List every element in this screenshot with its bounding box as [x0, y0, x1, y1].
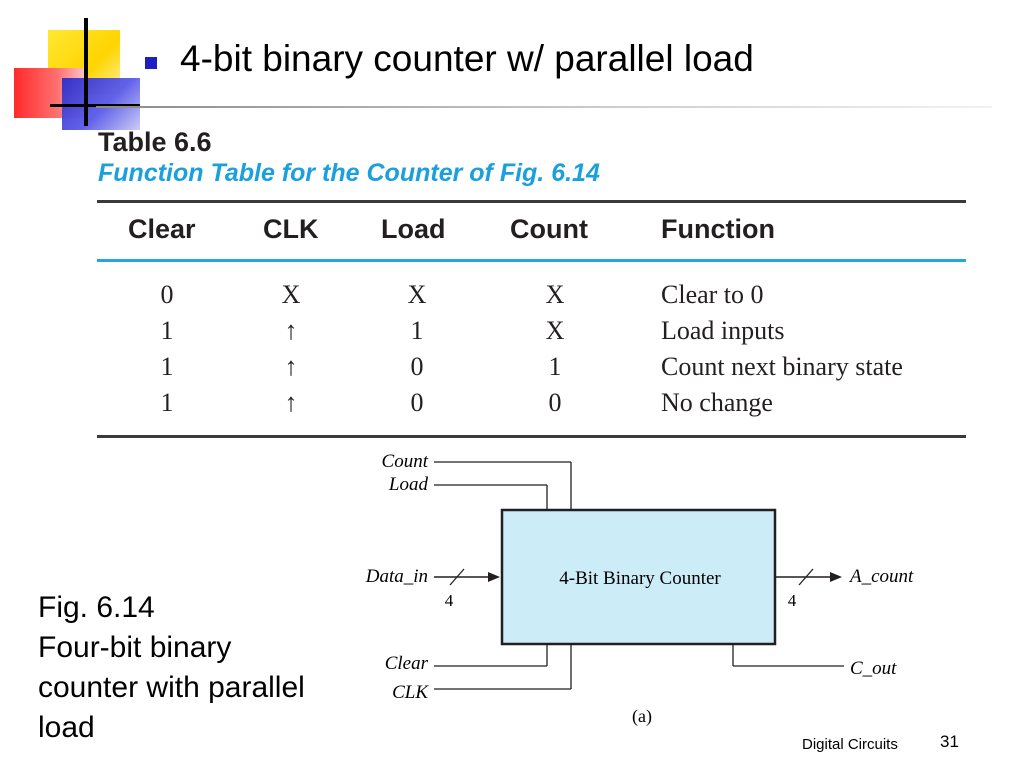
- header-load: Load: [381, 214, 446, 244]
- figure-number: Fig. 6.14: [38, 591, 155, 624]
- cell-function: No change: [661, 388, 773, 417]
- table-row: 1 ↑ 0 0 No change: [97, 388, 966, 424]
- cell-clear: 1: [160, 316, 174, 345]
- corner-decoration-vline: [84, 18, 88, 126]
- cell-count: X: [545, 316, 565, 345]
- footer-course-title: Digital Circuits: [802, 736, 898, 753]
- output-c-out-label: C_out: [850, 658, 897, 679]
- a-count-width: 4: [788, 591, 797, 610]
- input-clk-label: CLK: [392, 682, 429, 703]
- header-count: Count: [510, 214, 588, 244]
- header-clk: CLK: [263, 214, 319, 244]
- output-a-count-label: A_count: [848, 566, 914, 587]
- page-number: 31: [940, 732, 959, 751]
- table-row: 1 ↑ 1 X Load inputs: [97, 316, 966, 352]
- corner-decoration-hline: [50, 104, 140, 107]
- figure-caption-line: Four-bit binary: [38, 631, 232, 664]
- table-body: 0 X X X Clear to 0 1 ↑ 1 X Load inputs 1…: [97, 280, 966, 424]
- cell-load: X: [407, 280, 427, 309]
- cell-function: Count next binary state: [661, 352, 903, 381]
- header-clear: Clear: [128, 214, 196, 244]
- input-load-label: Load: [388, 474, 429, 495]
- cell-clear: 1: [160, 388, 174, 417]
- table-header-rule: [97, 259, 966, 262]
- table-number: Table 6.6: [98, 127, 212, 157]
- title-underline-rule: [96, 106, 992, 108]
- figure-caption-line: load: [38, 711, 95, 744]
- cell-clear: 1: [160, 352, 174, 381]
- input-data-in-label: Data_in: [365, 566, 428, 587]
- cell-clk: X: [281, 280, 301, 309]
- table-row: 0 X X X Clear to 0: [97, 280, 966, 316]
- input-clear-label: Clear: [385, 653, 429, 674]
- cell-count: X: [545, 280, 565, 309]
- table-row: 1 ↑ 0 1 Count next binary state: [97, 352, 966, 388]
- table-top-rule: [97, 200, 966, 203]
- block-label: 4-Bit Binary Counter: [559, 568, 721, 589]
- cell-load: 0: [410, 388, 424, 417]
- counter-block-diagram: Count Load 4-Bit Binary Counter Data_in …: [365, 451, 914, 727]
- table-header-row: Clear CLK Load Count Function: [97, 214, 966, 254]
- bullet-square-icon: [145, 57, 157, 69]
- cell-clk: ↑: [284, 352, 298, 381]
- input-count-label: Count: [382, 451, 429, 472]
- cell-function: Load inputs: [661, 316, 785, 345]
- data-in-arrowhead: [488, 572, 500, 582]
- cell-clk: ↑: [284, 316, 298, 345]
- a-count-arrowhead: [830, 572, 842, 582]
- data-in-bus-slash: [449, 568, 465, 586]
- cell-load: 1: [410, 316, 424, 345]
- figure-caption: Fig. 6.14 Four-bit binary counter with p…: [38, 588, 305, 748]
- counter-block: [500, 508, 777, 646]
- table-bottom-rule: [97, 435, 966, 438]
- a-count-bus-slash: [798, 568, 814, 586]
- slide-title: 4-bit binary counter w/ parallel load: [180, 38, 754, 79]
- figure-caption-line: counter with parallel: [38, 671, 305, 704]
- cell-clk: ↑: [284, 388, 298, 417]
- cell-load: 0: [410, 352, 424, 381]
- data-in-width: 4: [445, 591, 454, 610]
- cell-count: 1: [548, 352, 562, 381]
- cell-clear: 0: [160, 280, 174, 309]
- diagram-sublabel: (a): [632, 706, 652, 727]
- cell-count: 0: [548, 388, 562, 417]
- table-caption: Function Table for the Counter of Fig. 6…: [98, 159, 600, 187]
- header-function: Function: [661, 214, 775, 244]
- cell-function: Clear to 0: [661, 280, 764, 309]
